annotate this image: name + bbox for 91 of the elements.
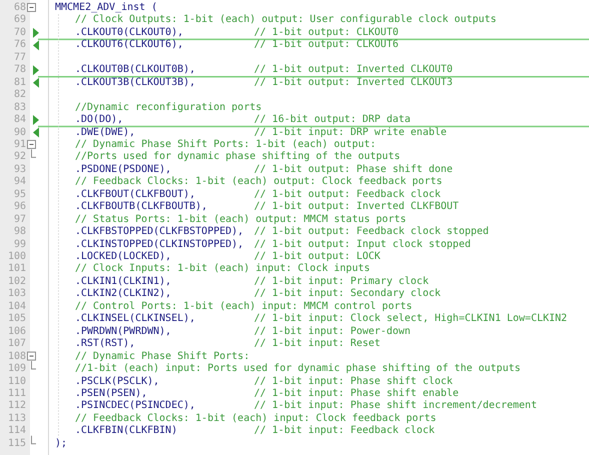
code-line: .CLKOUT6(CLKOUT6),	[75, 39, 184, 52]
code-comment: //Ports used for dynamic phase shifting of the outputs	[75, 151, 400, 164]
line-number: 113	[6, 412, 26, 425]
code-comment: // 1-bit input: Power-down	[254, 326, 411, 338]
code-comment: // 1-bit output: LOCK	[254, 251, 380, 263]
code-comment: // 16-bit output: DRP data	[254, 114, 411, 126]
code-comment: // 1-bit output: Input clock stopped	[254, 238, 471, 251]
line-number: 78	[12, 64, 26, 76]
code-comment: // 1-bit input: Phase shift enable	[254, 388, 459, 400]
line-number: 114	[6, 425, 26, 438]
code-comment: // 1-bit output: CLKOUT0	[254, 26, 398, 39]
code-comment: // 1-bit output: Inverted CLKOUT3	[254, 76, 453, 89]
code-line: .CLKINSTOPPED(CLKINSTOPPED),	[75, 238, 244, 251]
code-comment: // 1-bit input: Phase shift increment/decrement	[254, 400, 537, 412]
line-number: 99	[12, 238, 26, 251]
code-line: .CLKFBOUT(CLKFBOUT),	[75, 188, 196, 201]
code-comment: // 1-bit output: CLKOUT6	[254, 39, 398, 52]
code-line: .PWRDWN(PWRDWN),	[75, 326, 172, 338]
line-number: 101	[6, 263, 26, 276]
code-comment: // Control Ports: 1-bit (each) input: MMCM control ports	[75, 300, 412, 313]
code-comment: // Feedback Clocks: 1-bit (each) output: Clock feedback ports	[75, 176, 442, 188]
code-line: .CLKINSEL(CLKINSEL),	[75, 313, 196, 326]
code-line: .LOCKED(LOCKED),	[75, 251, 172, 263]
line-number: 111	[6, 388, 26, 400]
line-number: 96	[12, 201, 26, 214]
line-number: 68	[12, 2, 26, 14]
line-number: 112	[6, 400, 26, 412]
line-number: 104	[6, 300, 26, 313]
code-line: .CLKOUT0(CLKOUT0),	[75, 26, 184, 39]
code-comment: // 1-bit output: Phase shift done	[254, 164, 453, 176]
line-number: 69	[12, 14, 26, 26]
line-number: 100	[6, 251, 26, 263]
line-number: 83	[12, 102, 26, 114]
code-line: .RST(RST),	[75, 338, 136, 350]
line-number: 90	[12, 126, 26, 138]
code-line: .CLKOUT3B(CLKOUT3B),	[75, 76, 196, 89]
line-number: 115	[6, 438, 26, 450]
line-number: 92	[12, 151, 26, 164]
code-comment: // Status Ports: 1-bit (each) output: MMCM status ports	[75, 214, 406, 226]
code-comment: // 1-bit output: Feedback clock	[254, 188, 441, 201]
code-comment: // Feedback Clocks: 1-bit (each) input: Clock feedback ports	[75, 412, 436, 425]
line-number: 110	[6, 376, 26, 388]
line-number: 93	[12, 164, 26, 176]
line-number: 81	[12, 76, 26, 89]
code-comment: // 1-bit input: Secondary clock	[254, 288, 441, 300]
code-line: .DWE(DWE),	[75, 126, 136, 138]
code-comment: // 1-bit output: Feedback clock stopped	[254, 226, 489, 238]
code-comment: // 1-bit input: Clock select, High=CLKIN1 Low=CLKIN2	[254, 313, 568, 326]
code-line: .PSDONE(PSDONE),	[75, 164, 172, 176]
code-line: .CLKFBSTOPPED(CLKFBSTOPPED),	[75, 226, 244, 238]
code-comment: // 1-bit input: Reset	[254, 338, 380, 350]
line-number: 95	[12, 188, 26, 201]
line-number: 105	[6, 313, 26, 326]
code-comment: // Dynamic Phase Shift Ports:	[75, 350, 250, 363]
code-line: .CLKOUT0B(CLKOUT0B),	[75, 64, 196, 76]
code-line: .CLKIN2(CLKIN2),	[75, 288, 172, 300]
line-number: 76	[12, 39, 26, 52]
code-comment: // 1-bit input: Feedback clock	[254, 425, 435, 438]
code-line: .CLKFBIN(CLKFBIN)	[75, 425, 178, 438]
line-number: 109	[6, 363, 26, 376]
code-comment: // 1-bit input: Primary clock	[254, 276, 429, 288]
code-comment: // Clock Inputs: 1-bit (each) input: Clock inputs	[75, 263, 370, 276]
code-comment: // Dynamic Phase Shift Ports: 1-bit (each) output:	[75, 138, 376, 151]
code-comment: // 1-bit output: Inverted CLKFBOUT	[254, 201, 459, 214]
code-line: );	[55, 438, 68, 450]
line-number: 102	[6, 276, 26, 288]
line-number: 94	[12, 176, 26, 188]
line-number: 107	[6, 338, 26, 350]
code-comment: // 1-bit input: DRP write enable	[254, 126, 447, 138]
line-number: 84	[12, 114, 26, 126]
line-number: 108	[6, 350, 26, 363]
code-line: .PSEN(PSEN),	[75, 388, 148, 400]
code-comment: //1-bit (each) input: Ports used for dynamic phase shifting of the outputs	[75, 363, 521, 376]
code-comment: //Dynamic reconfiguration ports	[75, 102, 262, 114]
code-line: .CLKIN1(CLKIN1),	[75, 276, 172, 288]
code-line: .DO(DO),	[75, 114, 124, 126]
code-line: MMCME2_ADV_inst (	[55, 2, 158, 14]
line-number: 91	[12, 138, 26, 151]
code-comment: // Clock Outputs: 1-bit (each) output: User configurable clock outputs	[75, 14, 496, 26]
code-comment: // 1-bit output: Inverted CLKOUT0	[254, 64, 453, 76]
line-number: 98	[12, 226, 26, 238]
code-line: .PSINCDEC(PSINCDEC),	[75, 400, 196, 412]
line-number: 77	[12, 52, 26, 64]
line-number: 106	[6, 326, 26, 338]
code-line: .PSCLK(PSCLK),	[75, 376, 160, 388]
line-number: 103	[6, 288, 26, 300]
code-comment: // 1-bit input: Phase shift clock	[254, 376, 453, 388]
line-number: 82	[12, 89, 26, 102]
line-number: 70	[12, 26, 26, 39]
code-line: .CLKFBOUTB(CLKFBOUTB),	[75, 201, 208, 214]
line-number: 97	[12, 214, 26, 226]
